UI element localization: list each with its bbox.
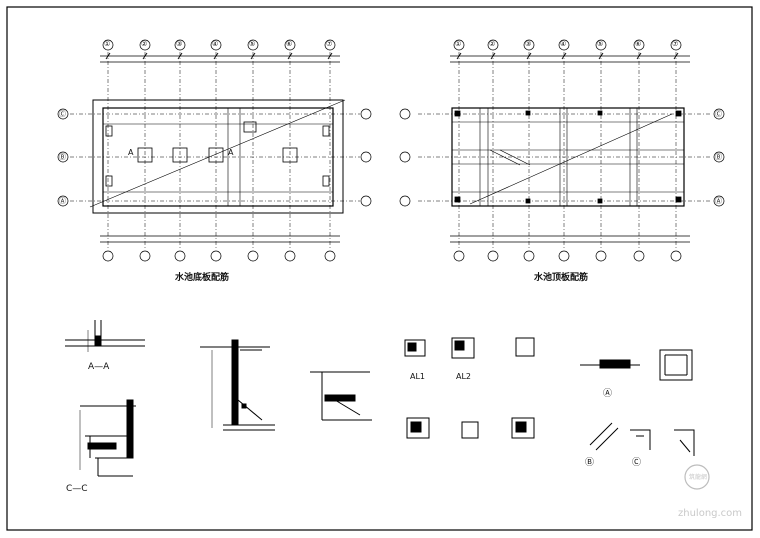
section-aa-drawing [65,320,145,352]
detail-c-label: Ⓒ [632,458,642,468]
right-axis-6: ⑥ [635,40,642,48]
left-axis-5: ⑤ [249,40,256,48]
left-axis-c: Ⓒ [59,110,66,118]
left-axis-a: Ⓐ [59,197,66,205]
right-plan-wall-outline [451,107,685,207]
section-cc-drawing [79,399,136,477]
right-axis-c: Ⓒ [715,110,722,118]
right-axis-1: ① [455,40,462,48]
left-plan-grid-verticals [107,52,331,250]
right-axis-7: ⑦ [672,40,679,48]
left-axis-2: ② [141,40,148,48]
sheet-border [6,6,753,531]
right-plan-grid-horizontals [418,113,710,202]
left-axis-3: ③ [176,40,183,48]
joint-details [580,349,695,456]
watermark-logo-text: 筑龍網 [689,474,708,481]
left-plan [70,52,360,250]
right-axis-a: Ⓐ [715,197,722,205]
left-plan-axis-bubbles [57,39,372,262]
left-plan-wall-outline [102,107,334,207]
watermark-text: zhulong.com [678,508,743,519]
right-plan-grid-verticals [458,52,677,250]
left-axis-1: ① [104,40,111,48]
right-axis-4: ④ [560,40,567,48]
detail-a-label: Ⓐ [603,389,613,399]
detail-al2-label: AL2 [456,372,472,381]
right-plan-title: 水池顶板配筋 [534,273,589,283]
left-plan-title: 水池底板配筋 [175,273,230,283]
right-plan-axis-bubbles [399,39,725,262]
section-aa-title: A—A [88,362,110,372]
right-axis-2: ② [489,40,496,48]
wall-detail-1 [200,339,275,431]
column-details [404,337,535,439]
section-mark-a-left: A [128,148,134,157]
detail-al1-label: AL1 [410,372,426,381]
left-axis-6: ⑥ [286,40,293,48]
left-axis-7: ⑦ [326,40,333,48]
right-axis-3: ③ [525,40,532,48]
right-plan [418,52,710,250]
section-cc-title: C—C [66,484,88,494]
watermark-logo-icon [684,464,710,490]
left-axis-4: ④ [212,40,219,48]
left-plan-grid-horizontals [70,113,360,202]
left-axis-b: Ⓑ [59,153,66,161]
section-mark-a-right: A [228,148,234,157]
right-axis-5: ⑤ [597,40,604,48]
left-plan-slab-outline [92,99,344,214]
wall-detail-2 [310,371,372,421]
detail-b-label: Ⓑ [585,458,595,468]
right-axis-b: Ⓑ [715,153,722,161]
